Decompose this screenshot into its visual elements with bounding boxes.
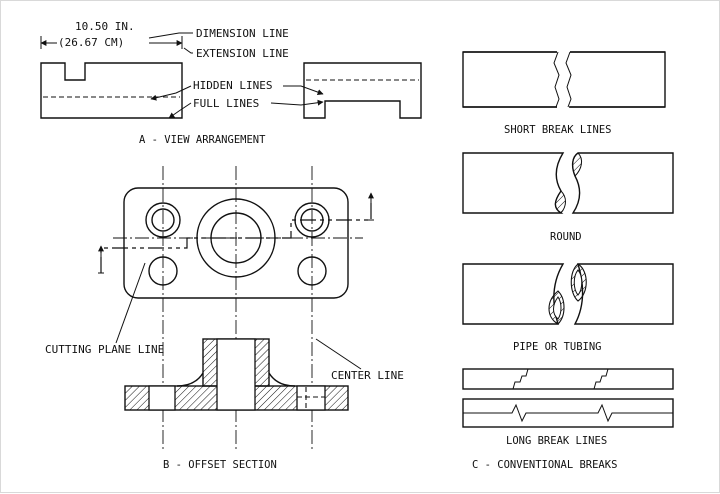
extension-line-leader (183, 47, 193, 54)
round-left-piece (462, 152, 565, 214)
right-block-outline (303, 62, 422, 119)
full-lines-leader-right (270, 99, 324, 106)
hole-bottom-left (148, 256, 178, 286)
extension-line-label: EXTENSION LINE (196, 47, 289, 60)
pipe-label: PIPE OR TUBING (513, 341, 602, 353)
caption-offset-section: B - OFFSET SECTION (163, 459, 277, 471)
round-right-hatch (572, 152, 583, 177)
short-break-right-piece (568, 51, 666, 108)
center-line-leader (315, 338, 362, 370)
full-lines-leader-left (168, 102, 192, 119)
short-break-line-left (553, 51, 560, 108)
pipe-right-bore (573, 269, 583, 296)
long-break-upper-zigzag-right (593, 368, 609, 390)
dimension-line-leader (148, 32, 193, 39)
pipe-left-bore (553, 296, 562, 320)
round-label: ROUND (550, 231, 582, 243)
section-bore (216, 338, 256, 411)
offset-section-section: CUTTING PLANE LINE CENTER LINE B - OFFSE… (45, 166, 404, 471)
plate-top-view (123, 187, 349, 299)
round-right-piece (571, 152, 674, 214)
full-lines-label: FULL LINES (193, 97, 259, 110)
hidden-lines-leader-left (150, 85, 192, 101)
long-break-upper-bar (462, 368, 674, 390)
long-break-upper-zigzag-left (512, 368, 529, 390)
dimension-cm-text: (26.67 CM) (58, 36, 124, 49)
hidden-lines-label: HIDDEN LINES (193, 79, 272, 92)
cutting-plane-leader (115, 262, 146, 344)
section-hole-right (296, 385, 326, 411)
conventional-breaks-section: SHORT BREAK LINES ROUND PIPE OR TUBING L… (462, 51, 674, 471)
hole-top-left-outer (145, 202, 181, 238)
center-line-label: CENTER LINE (331, 369, 404, 382)
caption-view-arrangement: A - VIEW ARRANGEMENT (139, 134, 266, 146)
section-fillet-right (268, 372, 296, 387)
long-break-label: LONG BREAK LINES (506, 435, 607, 447)
hole-top-left-inner (151, 208, 175, 232)
hole-bottom-right (297, 256, 327, 286)
caption-conventional-breaks: C - CONVENTIONAL BREAKS (472, 459, 617, 471)
pipe-left-piece (462, 263, 565, 325)
long-break-lower-line (463, 403, 673, 423)
view-arrangement-section: 10.50 IN. (26.67 CM) DIMENSION LINE EXTE… (40, 20, 422, 146)
left-block-outline (40, 62, 183, 119)
short-break-label: SHORT BREAK LINES (504, 124, 611, 136)
section-hole-left (148, 385, 176, 411)
short-break-line-right (565, 51, 572, 108)
dimension-inches-text: 10.50 IN. (75, 20, 135, 33)
pipe-right-piece (573, 263, 674, 325)
round-left-hatch (554, 190, 566, 214)
short-break-left-piece (462, 51, 559, 108)
section-fillet-left (176, 372, 204, 387)
hidden-lines-leader-right (283, 85, 324, 95)
cutting-plane-label: CUTTING PLANE LINE (45, 343, 164, 356)
cutting-plane-path (100, 201, 372, 273)
dimension-line-label: DIMENSION LINE (196, 27, 289, 40)
